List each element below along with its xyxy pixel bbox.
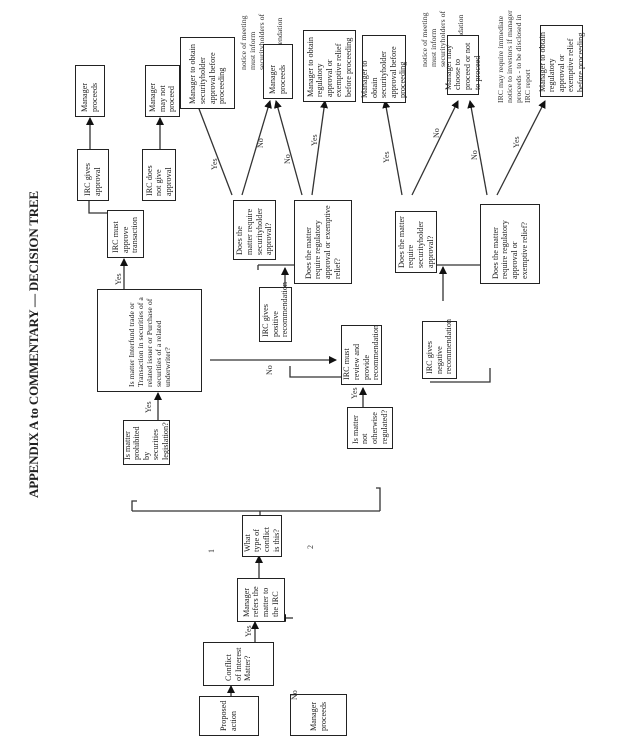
node-neg-obtain-securityholder: Manager to obtain securityholder approva…: [360, 35, 407, 103]
edge-approve-bracket: [88, 201, 110, 214]
edge-pos-sh-yes: [194, 100, 233, 196]
label-neg-reg-no: No: [470, 150, 479, 160]
node-interfund-trade: Is matter Interfund trade or Transaction…: [97, 289, 202, 392]
label-pos-sh-yes: Yes: [210, 158, 219, 170]
label-pos-reg-no: No: [283, 154, 292, 164]
label-conflict-yes: Yes: [244, 625, 253, 637]
node-neg-regulatory-question: Does the matter require regulatory appro…: [480, 204, 540, 284]
node-manager-refers: Manager refers the matter to the IRC: [237, 578, 285, 622]
label-type-2: 2: [306, 545, 315, 549]
edge-to-not-regulated: [376, 487, 381, 511]
edge-pos-reg-yes: [311, 100, 329, 196]
edge-neg-sh-no: [411, 100, 459, 196]
node-neg-obtain-regulatory: Manager to obtain regulatory approval or…: [538, 25, 585, 97]
node-not-otherwise-regulated: Is matter not otherwise regulated?: [347, 407, 393, 449]
node-pos-obtain-regulatory: Manager to obtain regulatory approval or…: [303, 30, 356, 102]
node-irc-no-approval: IRC does not give approval: [142, 149, 176, 201]
node-manager-proceeds-no-conflict: Manager proceeds: [290, 694, 347, 736]
page-title: APPENDIX A to COMMENTARY — DECISION TREE: [26, 191, 41, 498]
node-manager-proceeds-approved: Manager proceeds: [75, 65, 105, 117]
node-irc-negative: IRC gives negative recommendation: [422, 319, 457, 379]
label-neg-sh-yes: Yes: [382, 151, 391, 163]
node-proposed-action: Proposed action: [199, 696, 259, 736]
edge-neg-reg-yes: [496, 100, 546, 196]
node-neg-may-choose: Manager may choose to proceed or not to …: [444, 35, 482, 95]
note-irc-immediate-notice: IRC may require immediate notice to inve…: [496, 10, 532, 103]
label-pos-sh-no: No: [256, 138, 265, 148]
edge-neg-reg-no: [467, 100, 488, 196]
label-notregulated-yes: Yes: [350, 387, 359, 399]
edge-neg-sh-yes: [382, 100, 403, 196]
node-neg-securityholder-question: Does the matter require securityholder a…: [395, 211, 437, 273]
label-interfund-yes: Yes: [114, 273, 123, 285]
node-irc-must-approve: IRC must approve transaction: [107, 210, 144, 258]
label-neg-reg-yes: Yes: [512, 136, 521, 148]
node-pos-securityholder-question: Does the matter require securityholder a…: [233, 200, 276, 260]
node-conflict-type: What type of conflict is this?: [242, 515, 282, 557]
label-neg-sh-no: No: [432, 128, 441, 138]
node-irc-positive: IRC gives positive recommendation: [259, 282, 292, 342]
node-manager-may-not-proceed: Manager may not proceed: [145, 65, 180, 117]
node-prohibited-by-legislation: Is matter prohibited by securities legis…: [123, 420, 170, 465]
node-irc-review: IRC must review and provide recommendati…: [341, 325, 382, 385]
node-irc-gives-approval: IRC gives approval: [77, 149, 109, 201]
node-pos-obtain-securityholder: Manager to obtain securityholder approva…: [180, 37, 235, 109]
label-type-1: 1: [207, 549, 216, 553]
edge-pos-reg-no: [274, 100, 303, 196]
node-conflict-question: Conflict of Interest Matter?: [203, 642, 274, 686]
edge-pos-sh-no: [241, 100, 272, 196]
label-pos-reg-yes: Yes: [310, 134, 319, 146]
label-conflict-no: No: [290, 690, 299, 700]
node-pos-regulatory-question: Does the matter require regulatory appro…: [294, 200, 352, 284]
edge-to-prohibited: [131, 500, 137, 511]
label-prohibited-yes: Yes: [144, 401, 153, 413]
node-pos-manager-proceeds: Manager proceeds: [263, 44, 293, 99]
label-interfund-no: No: [265, 365, 274, 375]
